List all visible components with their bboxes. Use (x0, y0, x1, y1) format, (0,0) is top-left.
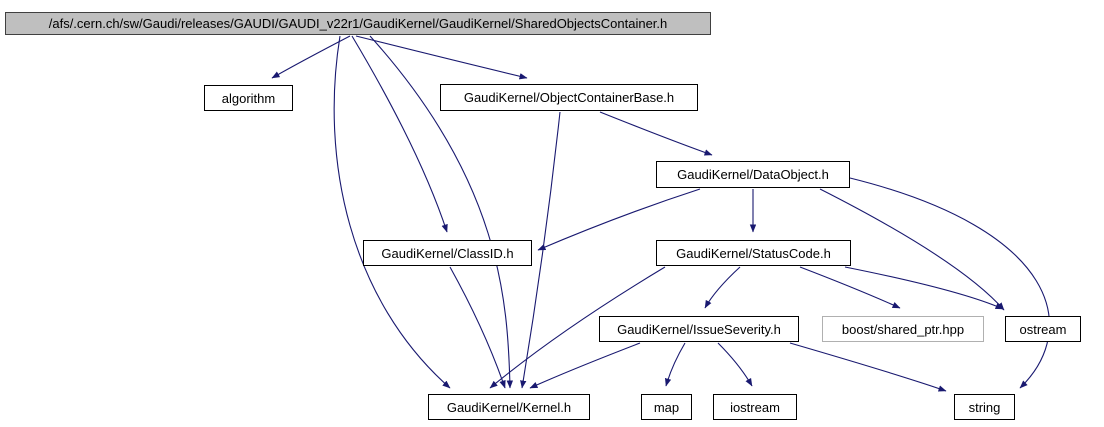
graph-node-label: GaudiKernel/Kernel.h (446, 399, 572, 415)
graph-node-algorithm[interactable]: algorithm (204, 85, 293, 111)
graph-node-label: algorithm (221, 90, 276, 106)
graph-edge-issuesev-to-iostream (717, 342, 753, 387)
graph-edge-statuscode-to-ostream (844, 266, 1004, 310)
graph-edge-issuesev-to-map (664, 342, 686, 387)
graph-node-ostream[interactable]: ostream (1005, 316, 1081, 342)
graph-node-string[interactable]: string (954, 394, 1015, 420)
graph-node-ocb[interactable]: GaudiKernel/ObjectContainerBase.h (440, 84, 698, 111)
graph-edge-ocb-to-dataobj (599, 111, 713, 156)
graph-node-kernel[interactable]: GaudiKernel/Kernel.h (428, 394, 590, 420)
graph-node-label: map (653, 399, 680, 415)
graph-edge-issuesev-to-string (789, 342, 947, 392)
graph-node-sharedptr[interactable]: boost/shared_ptr.hpp (822, 316, 984, 342)
graph-node-classid[interactable]: GaudiKernel/ClassID.h (363, 240, 532, 266)
graph-node-label: GaudiKernel/IssueSeverity.h (617, 321, 781, 337)
graph-node-label: string (968, 399, 1001, 415)
graph-node-label: GaudiKernel/StatusCode.h (676, 245, 831, 261)
graph-edge-root-to-classid (351, 35, 448, 233)
graph-node-label: iostream (730, 399, 780, 415)
graph-edge-root-to-kernel (333, 35, 451, 389)
graph-edge-root-to-algorithm (271, 35, 351, 79)
graph-edge-dataobj-to-string (849, 177, 1050, 389)
graph-edge-issuesev-to-kernel (529, 342, 641, 389)
graph-node-map[interactable]: map (641, 394, 692, 420)
graph-node-dataobj[interactable]: GaudiKernel/DataObject.h (656, 161, 850, 188)
graph-edge-statuscode-to-sharedptr (799, 266, 901, 309)
graph-node-label: ostream (1019, 321, 1067, 337)
graph-node-label: /afs/.cern.ch/sw/Gaudi/releases/GAUDI/GA… (48, 16, 668, 31)
graph-edge-classid-to-kernel (449, 266, 506, 389)
graph-node-iostream[interactable]: iostream (713, 394, 797, 420)
graph-node-label: GaudiKernel/ObjectContainerBase.h (463, 90, 675, 105)
graph-node-label: boost/shared_ptr.hpp (841, 321, 965, 337)
graph-node-issuesev[interactable]: GaudiKernel/IssueSeverity.h (599, 316, 799, 342)
graph-edge-root-to-ocb (355, 35, 528, 80)
graph-node-label: GaudiKernel/DataObject.h (677, 167, 829, 182)
graph-edge-statuscode-to-issuesev (704, 266, 741, 309)
graph-node-label: GaudiKernel/ClassID.h (381, 245, 514, 261)
graph-node-root[interactable]: /afs/.cern.ch/sw/Gaudi/releases/GAUDI/GA… (5, 12, 711, 35)
graph-node-statuscode[interactable]: GaudiKernel/StatusCode.h (656, 240, 851, 266)
